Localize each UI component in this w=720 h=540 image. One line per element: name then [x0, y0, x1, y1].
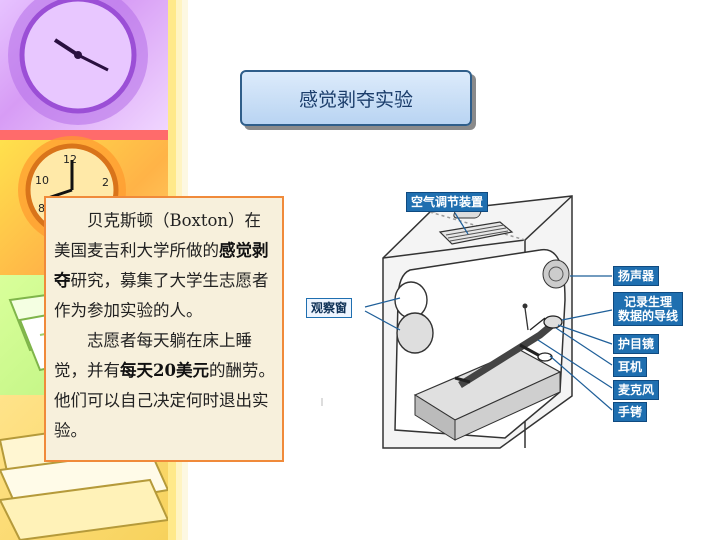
description-box: 贝克斯顿（Boxton）在美国麦吉利大学所做的感觉剥夺研究，募集了大学生志愿者作…	[44, 196, 284, 462]
label-microphone: 麦克风	[613, 380, 660, 400]
paragraph-1-text: 贝克斯顿（Boxton）在美国麦吉利大学所做的	[54, 211, 262, 260]
clock-icon	[8, 0, 148, 125]
svg-text:2: 2	[102, 176, 109, 189]
indent	[54, 211, 87, 230]
label-data-wires-line1: 记录生理	[624, 295, 673, 309]
air-vent	[438, 221, 514, 245]
label-data-wires-line2: 数据的导线	[618, 309, 679, 323]
emphasis-daily-pay: 每天20美元	[120, 361, 209, 380]
label-gloves: 手铐	[613, 402, 648, 422]
paragraph-1: 贝克斯顿（Boxton）在美国麦吉利大学所做的感觉剥夺研究，募集了大学生志愿者作…	[54, 206, 276, 326]
label-goggles: 护目镜	[613, 334, 660, 354]
paragraph-2-text-end: 的酬劳。他们可以自己决定何时退出实验。	[54, 361, 275, 440]
label-data-wires: 记录生理 数据的导线	[613, 292, 684, 326]
slide-title: 感觉剥夺实验	[298, 88, 413, 111]
bed	[413, 349, 562, 441]
svg-text:12: 12	[63, 153, 77, 166]
label-observation-window: 观察窗	[306, 298, 353, 318]
collage-band-red	[0, 130, 168, 140]
label-earphones: 耳机	[613, 357, 648, 377]
svg-text:10: 10	[35, 174, 49, 187]
indent	[54, 331, 87, 350]
emphasis-sensory-deprivation: 感觉剥夺	[54, 241, 269, 290]
label-speaker: 扬声器	[613, 266, 660, 286]
paragraph-2-text: 志愿者每天躺在床上睡觉，并有	[54, 331, 252, 380]
slide-title-box: 感觉剥夺实验	[240, 70, 472, 126]
paragraph-1-text-end: 研究，募集了大学生志愿者作为参加实验的人。	[54, 271, 269, 320]
label-air-conditioner: 空气调节装置	[406, 192, 489, 212]
subject-figure	[454, 315, 563, 388]
svg-text:8: 8	[38, 202, 45, 215]
paragraph-2: 志愿者每天躺在床上睡觉，并有每天20美元的酬劳。他们可以自己决定何时退出实验。	[54, 326, 276, 446]
